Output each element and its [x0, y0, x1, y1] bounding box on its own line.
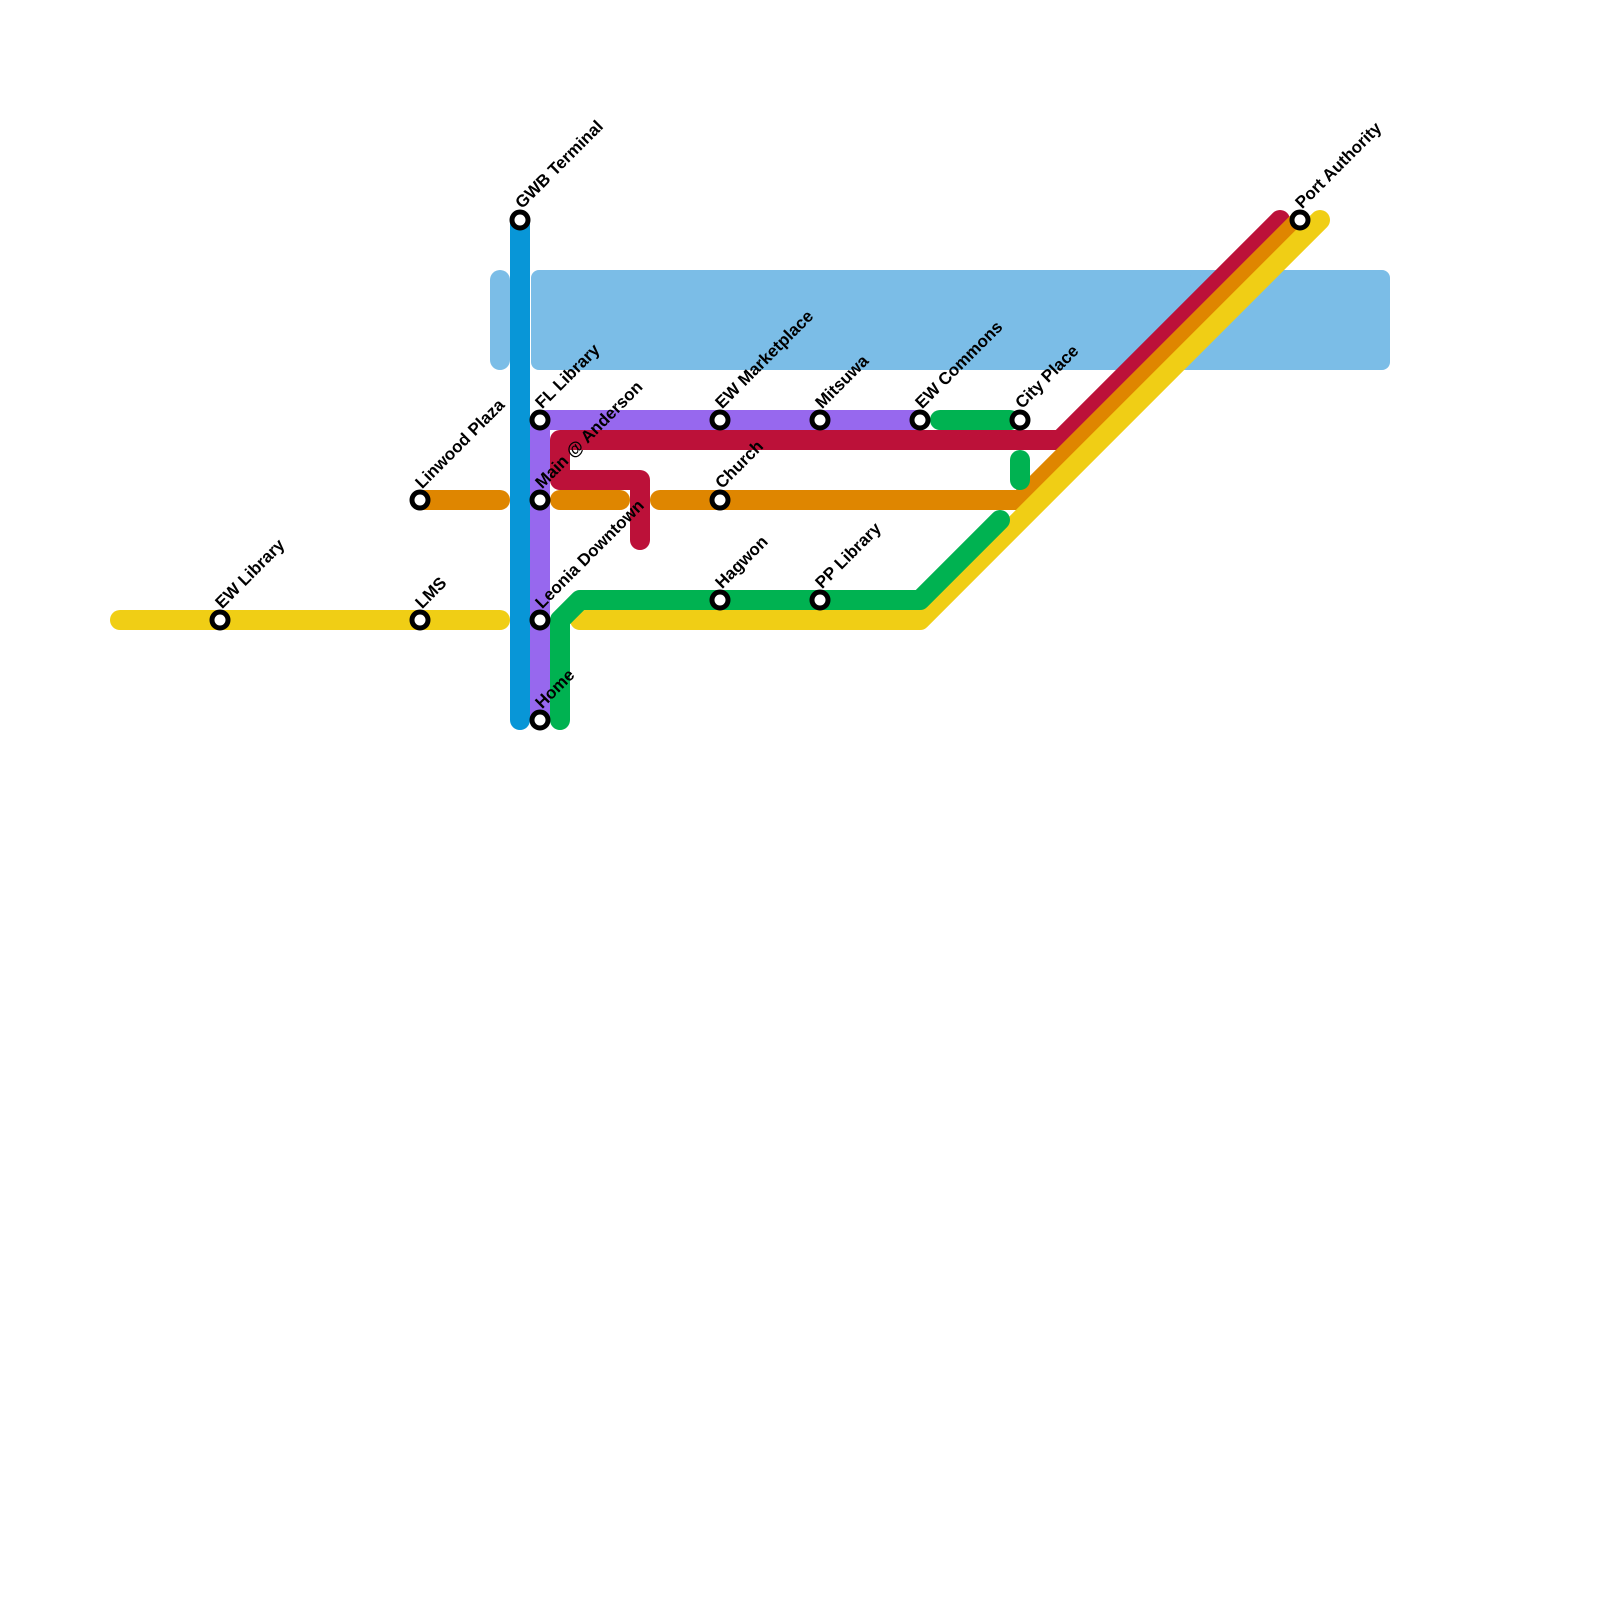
station-marker-icon[interactable]: [709, 489, 731, 511]
red-line[interactable]: [550, 210, 1290, 480]
station-port-authority[interactable]: Port Authority: [1289, 118, 1386, 231]
station-label: Hagwon: [712, 532, 772, 592]
station-marker-icon[interactable]: [529, 709, 551, 731]
station-marker-icon[interactable]: [409, 609, 431, 631]
green-line[interactable]: [550, 510, 1010, 730]
station-marker-icon[interactable]: [409, 489, 431, 511]
water-body-main: [531, 270, 1211, 370]
station-marker-icon[interactable]: [529, 409, 551, 431]
station-gwb-terminal[interactable]: GWB Terminal: [509, 117, 607, 231]
station-marker-icon[interactable]: [529, 489, 551, 511]
station-label: EW Library: [212, 535, 289, 612]
station-marker-icon[interactable]: [709, 409, 731, 431]
station-marker-icon[interactable]: [809, 589, 831, 611]
station-marker-icon[interactable]: [209, 609, 231, 631]
station-label: Port Authority: [1292, 118, 1386, 212]
station-label: LMS: [412, 573, 451, 612]
station-marker-icon[interactable]: [529, 609, 551, 631]
yellow-line-east[interactable]: [570, 210, 1330, 630]
station-marker-icon[interactable]: [1009, 409, 1031, 431]
red-line-branch[interactable]: [550, 460, 650, 550]
station-marker-icon[interactable]: [509, 209, 531, 231]
station-label: Linwood Plaza: [412, 395, 509, 492]
station-label: PP Library: [812, 518, 886, 592]
orange-line-east[interactable]: [650, 210, 1310, 510]
water-body-left-sliver: [490, 270, 510, 370]
station-marker-icon[interactable]: [909, 409, 931, 431]
station-marker-icon[interactable]: [1289, 209, 1311, 231]
station-marker-icon[interactable]: [809, 409, 831, 431]
station-label: GWB Terminal: [512, 117, 607, 212]
station-marker-icon[interactable]: [709, 589, 731, 611]
